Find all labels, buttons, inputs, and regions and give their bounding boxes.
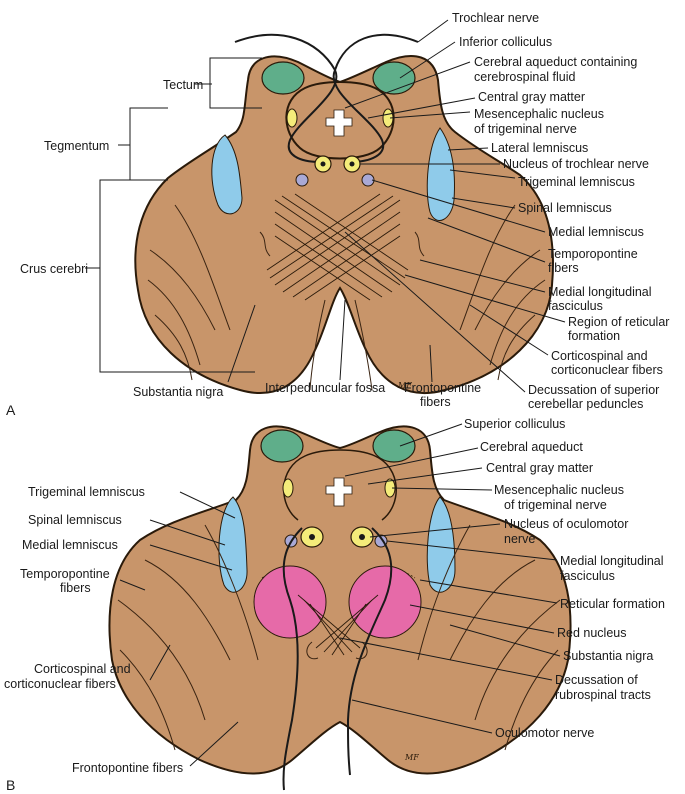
label-mlf-b-1: Medial longitudinal xyxy=(560,554,664,568)
trochlear-nucleus-left-core xyxy=(321,162,326,167)
label-corticospinal-b-1: Corticospinal and xyxy=(34,662,131,676)
inferior-colliculus-left xyxy=(262,62,304,94)
label-corticospinal-b-2: corticonuclear fibers xyxy=(4,677,116,691)
label-substantia-nigra-a: Substantia nigra xyxy=(133,385,223,399)
mlf-left-a xyxy=(296,174,308,186)
label-crus-cerebri: Crus cerebri xyxy=(20,262,88,276)
label-superior-colliculus: Superior colliculus xyxy=(464,417,565,431)
label-inferior-colliculus: Inferior colliculus xyxy=(459,35,552,49)
label-trigeminal-lemniscus-a: Trigeminal lemniscus xyxy=(518,175,635,189)
oculomotor-nucleus-right-core xyxy=(359,534,365,540)
label-lateral-lemniscus: Lateral lemniscus xyxy=(491,141,588,155)
label-cerebral-aqueduct-b: Cerebral aqueduct xyxy=(480,440,583,454)
label-medial-lemniscus-b: Medial lemniscus xyxy=(22,538,118,552)
superior-colliculus-left xyxy=(261,430,303,462)
label-spinal-lemniscus-b: Spinal lemniscus xyxy=(28,513,122,527)
label-reticular-a-1: Region of reticular xyxy=(568,315,669,329)
oculomotor-nucleus-left-core xyxy=(309,534,315,540)
label-frontopontine-b: Frontopontine fibers xyxy=(72,761,183,775)
label-red-nucleus: Red nucleus xyxy=(557,626,627,640)
label-decussation-a-1: Decussation of superior xyxy=(528,383,659,397)
label-temporopontine-a-1: Temporopontine xyxy=(548,247,638,261)
label-oculomotor-nerve: Oculomotor nerve xyxy=(495,726,594,740)
label-substantia-nigra-b: Substantia nigra xyxy=(563,649,653,663)
label-decussation-b-2: rubrospinal tracts xyxy=(555,688,651,702)
label-oculomotor-nucleus-2: nerve xyxy=(504,532,535,546)
label-trochlear-nerve: Trochlear nerve xyxy=(452,11,539,25)
mesencephalic-nucleus-left xyxy=(287,109,297,127)
label-temporopontine-b-1: Temporopontine xyxy=(20,567,110,581)
superior-colliculus-right xyxy=(373,430,415,462)
label-central-gray-a: Central gray matter xyxy=(478,90,585,104)
label-mesencephalic-a-2: of trigeminal nerve xyxy=(474,122,577,136)
label-corticospinal-a-1: Corticospinal and xyxy=(551,349,648,363)
label-trigeminal-lemniscus-b: Trigeminal lemniscus xyxy=(28,485,145,499)
label-mesencephalic-b-2: of trigeminal nerve xyxy=(504,498,607,512)
label-temporopontine-b-2: fibers xyxy=(60,581,91,595)
label-mlf-b-2: fasciculus xyxy=(560,569,615,583)
label-decussation-b-1: Decussation of xyxy=(555,673,638,687)
label-mesencephalic-b-1: Mesencephalic nucleus xyxy=(494,483,624,497)
label-interpeduncular-fossa: Interpeduncular fossa xyxy=(265,381,385,395)
label-mesencephalic-a-1: Mesencephalic nucleus xyxy=(474,107,604,121)
inferior-colliculus-right xyxy=(373,62,415,94)
label-central-gray-b: Central gray matter xyxy=(486,461,593,475)
panel-letter-a: A xyxy=(6,402,16,418)
label-reticular-formation: Reticular formation xyxy=(560,597,665,611)
panel-b: MF Superior colliculus Cerebral aqueduct… xyxy=(4,417,665,793)
label-mlf-a-2: fasciculus xyxy=(548,299,603,313)
label-cerebral-aqueduct-1: Cerebral aqueduct containing xyxy=(474,55,637,69)
panel-letter-b: B xyxy=(6,777,15,793)
label-corticospinal-a-2: corticonuclear fibers xyxy=(551,363,663,377)
label-reticular-a-2: formation xyxy=(568,329,620,343)
label-cerebral-aqueduct-2: cerebrospinal fluid xyxy=(474,70,575,84)
label-tegmentum: Tegmentum xyxy=(44,139,109,153)
label-decussation-a-2: cerebellar peduncles xyxy=(528,397,643,411)
label-mlf-a-1: Medial longitudinal xyxy=(548,285,652,299)
trochlear-nucleus-right-core xyxy=(350,162,355,167)
label-tectum: Tectum xyxy=(163,78,203,92)
label-medial-lemniscus-a: Medial lemniscus xyxy=(548,225,644,239)
label-spinal-lemniscus-a: Spinal lemniscus xyxy=(518,201,612,215)
mesencephalic-nucleus-left-b xyxy=(283,479,293,497)
label-frontopontine-a-1: Frontopontine xyxy=(404,381,481,395)
label-nucleus-trochlear: Nucleus of trochlear nerve xyxy=(503,157,649,171)
panel-a: MF xyxy=(6,11,669,418)
label-temporopontine-a-2: fibers xyxy=(548,261,579,275)
signature-b: MF xyxy=(404,753,419,762)
label-oculomotor-nucleus-1: Nucleus of oculomotor xyxy=(504,517,628,531)
label-frontopontine-a-2: fibers xyxy=(420,395,451,409)
